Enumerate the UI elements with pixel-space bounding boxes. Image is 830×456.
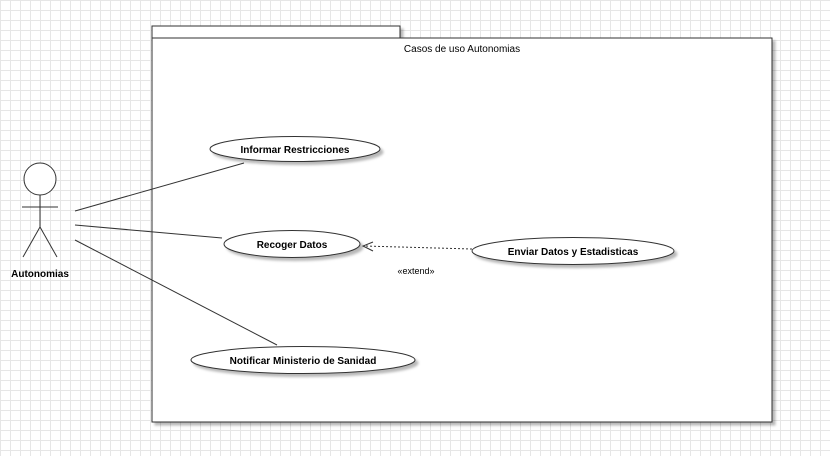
use-case-shape [471,237,675,265]
association-informar[interactable] [74,162,245,212]
actor-label: Autonomias [11,269,69,280]
use-case-shape [190,346,416,374]
actor-right-leg [39,226,58,258]
association-notificar[interactable] [74,239,278,346]
extend-relation[interactable]: «extend» [361,241,473,276]
association-recoger[interactable] [74,224,223,239]
use-case-label: Notificar Ministerio de Sanidad [230,356,377,367]
system-boundary-tab [151,25,401,39]
actor-autonomias[interactable]: Autonomias [11,162,69,280]
use-case-label: Enviar Datos y Estadisticas [508,247,639,258]
system-title: Casos de uso Autonomias [404,44,520,55]
use-case-informar-restricciones[interactable]: Informar Restricciones [209,136,381,162]
use-case-shape [209,136,381,162]
actor-head [23,162,57,196]
use-case-label: Informar Restricciones [241,145,350,156]
use-case-label: Recoger Datos [257,240,328,251]
use-case-shape [223,230,361,258]
use-case-enviar-datos-estadisticas[interactable]: Enviar Datos y Estadisticas [471,237,675,265]
use-case-recoger-datos[interactable]: Recoger Datos [223,230,361,258]
actor-left-leg [22,226,41,258]
use-case-notificar-ministerio[interactable]: Notificar Ministerio de Sanidad [190,346,416,374]
extend-arrowhead [361,241,374,252]
extend-label: «extend» [397,266,434,276]
